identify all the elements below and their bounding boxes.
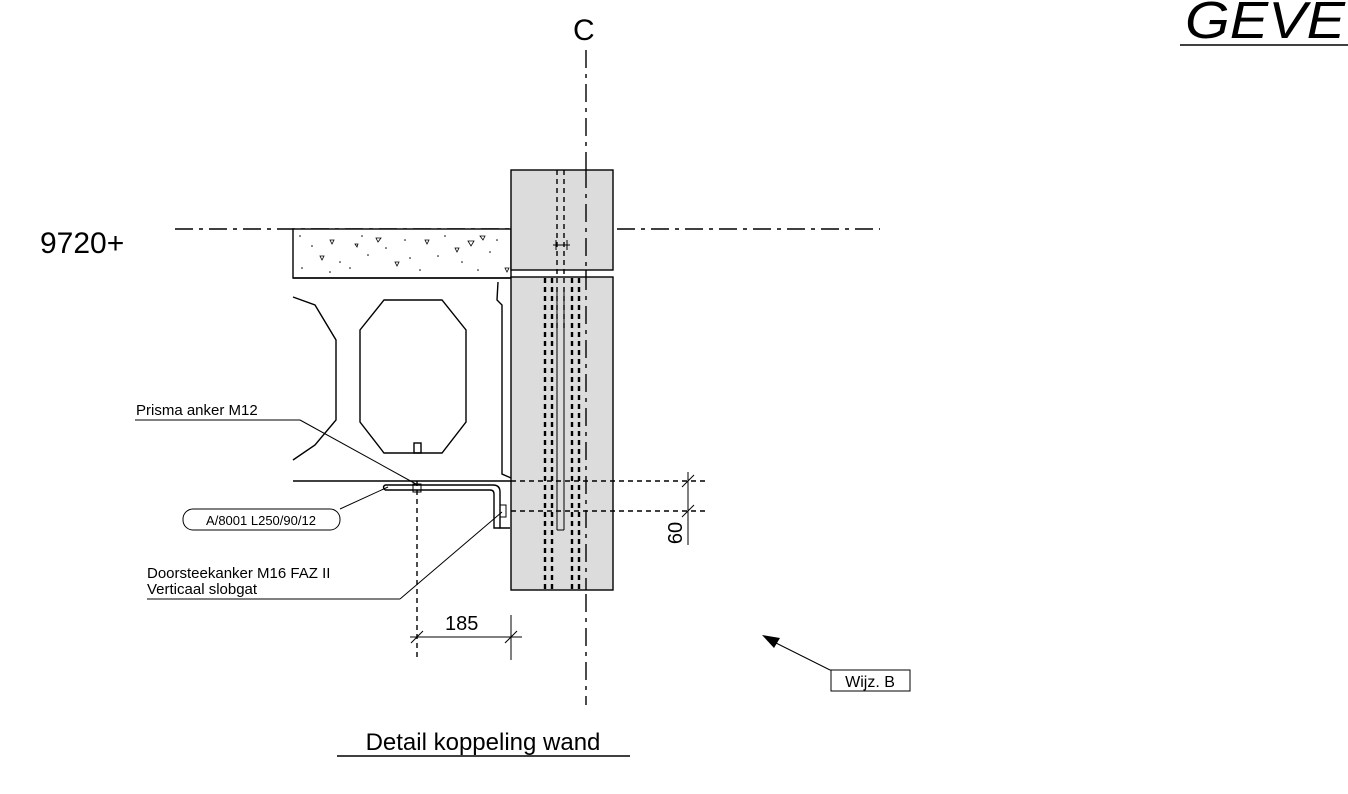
revision-tag-label: Wijz. B: [845, 674, 895, 691]
label-angle-profile: A/8001 L250/90/12: [206, 513, 316, 528]
corner-title: GEVE: [1185, 0, 1346, 50]
dim-horizontal: [410, 615, 522, 660]
steel-angle: [382, 483, 510, 529]
revision-arrow: [762, 635, 910, 671]
coupler-rods: [543, 170, 581, 590]
label-anchor-top: Prisma anker M12: [136, 402, 258, 419]
dim-horizontal-value: 185: [445, 613, 478, 635]
wall-upper: [510, 169, 614, 271]
label-anchor-through-1: Doorsteekanker M16 FAZ II: [147, 565, 330, 582]
level-label: 9720+: [40, 227, 124, 260]
grid-axis-label: C: [573, 14, 595, 47]
dim-vertical: [681, 472, 695, 545]
concrete-topping: [292, 228, 512, 279]
hollow-core-slab: [292, 277, 512, 482]
revision-tag: [830, 669, 911, 692]
dim-vertical-value: 60: [665, 522, 687, 544]
wall-lower: [510, 276, 614, 591]
angle-profile-tag: [182, 508, 341, 531]
detail-caption: Detail koppeling wand: [366, 729, 601, 756]
label-anchor-through-2: Verticaal slobgat: [147, 581, 258, 598]
